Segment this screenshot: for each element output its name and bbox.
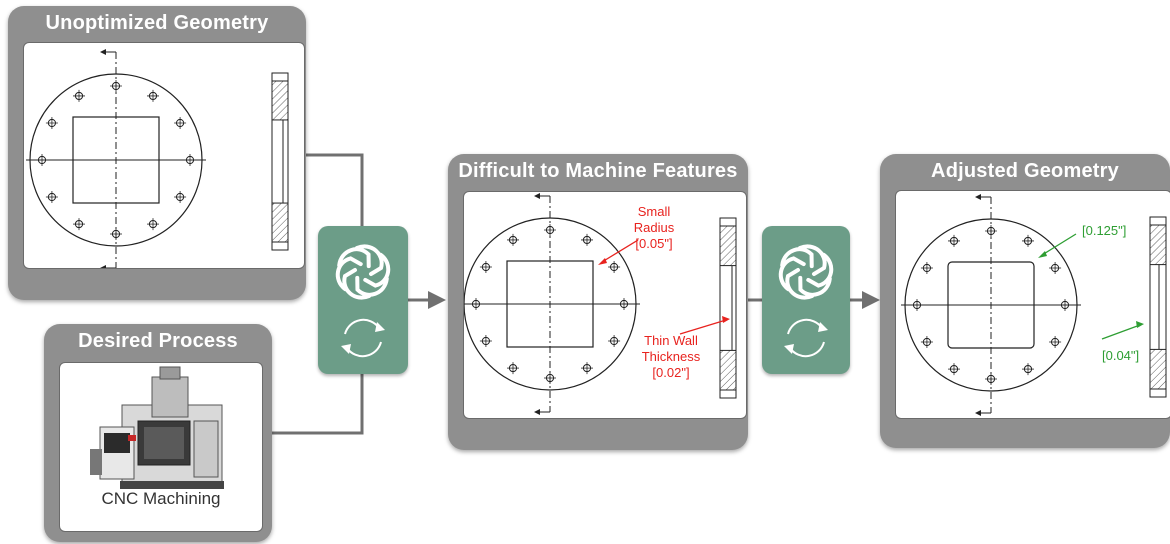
bolt-hole — [581, 362, 593, 375]
section-arrow-head — [100, 49, 106, 55]
bolt-hole — [73, 89, 85, 102]
section-arrow-head — [975, 410, 981, 416]
section-view — [719, 217, 737, 399]
part-drawing-difficult — [464, 193, 737, 415]
arrow-head-1 — [428, 291, 446, 309]
callout-line: Thickness — [641, 349, 701, 364]
section-arrow-head — [975, 194, 981, 200]
bolt-hole — [507, 362, 519, 375]
callout-wall-adjusted: [0.04"] — [1102, 348, 1140, 363]
bolt-hole — [470, 298, 482, 310]
openai-logo-icon — [778, 244, 834, 300]
bolt-hole — [985, 373, 997, 385]
panel-title: Desired Process — [78, 330, 238, 352]
bolt-hole — [110, 228, 122, 240]
bolt-hole — [948, 363, 960, 376]
callout-line: [0.05"] — [635, 236, 673, 251]
bolt-hole — [608, 261, 621, 273]
bolt-hole — [174, 117, 187, 129]
callout-line: Small — [637, 204, 671, 219]
bolt-hole — [920, 336, 933, 348]
ai-processor-1 — [318, 226, 408, 374]
bolt-hole — [73, 218, 85, 231]
ai-processor-2 — [762, 226, 850, 374]
cnc-machine-icon — [90, 366, 224, 489]
bolt-hole — [507, 233, 519, 246]
refresh-cycle-icon — [784, 318, 828, 358]
panel-difficult-features: Difficult to Machine Features Small Radi… — [448, 154, 748, 450]
openai-logo-icon — [778, 244, 834, 358]
bolt-hole — [147, 89, 159, 102]
drawing-area — [23, 42, 305, 269]
bolt-hole — [36, 154, 48, 166]
connector-process-to-ai — [272, 372, 364, 435]
callout-line: Radius — [633, 220, 675, 235]
callout-thin-wall: Thin Wall Thickness [0.02"] — [636, 333, 706, 381]
drawing-area: [0.125"] [0.04"] — [895, 190, 1170, 419]
bolt-hole — [147, 218, 159, 231]
bolt-hole — [1022, 363, 1034, 376]
section-view — [271, 72, 289, 251]
part-drawing-unoptimized — [26, 49, 289, 268]
section-arrow-head — [534, 409, 540, 415]
part-drawing-adjusted — [901, 194, 1167, 416]
connector-geometry-to-ai — [306, 153, 364, 228]
panel-title: Unoptimized Geometry — [45, 12, 269, 34]
bolt-hole — [1049, 262, 1062, 274]
bolt-hole — [110, 80, 122, 92]
bolt-hole — [184, 154, 196, 166]
panel-adjusted-geometry: Adjusted Geometry [0.125"] [0.04"] — [880, 154, 1170, 448]
panel-desired-process: Desired Process CNC Machining — [44, 324, 272, 542]
center-pocket — [506, 260, 594, 348]
openai-logo-icon — [335, 244, 391, 358]
process-label: CNC Machining — [101, 489, 221, 508]
callout-radius-adjusted: [0.125"] — [1082, 223, 1127, 238]
bolt-hole — [479, 335, 492, 347]
bolt-hole — [544, 224, 556, 236]
bolt-hole — [1022, 234, 1034, 247]
drawing-area: Small Radius [0.05"] Thin Wall Thickness… — [463, 191, 747, 419]
arrow-head-2 — [862, 291, 880, 309]
bolt-hole — [1059, 299, 1071, 311]
center-pocket — [72, 116, 160, 204]
openai-logo-icon — [335, 244, 391, 300]
bolt-hole — [608, 335, 621, 347]
bolt-hole — [479, 261, 492, 273]
center-pocket — [947, 261, 1035, 349]
bolt-hole — [920, 262, 933, 274]
bolt-hole — [618, 298, 630, 310]
bolt-hole — [45, 117, 58, 129]
panel-title: Adjusted Geometry — [931, 160, 1119, 182]
callout-arrows-green — [1038, 233, 1144, 340]
bolt-hole — [45, 191, 58, 203]
callout-arrows-red — [598, 239, 730, 335]
panel-title: Difficult to Machine Features — [458, 160, 738, 182]
bolt-hole — [911, 299, 923, 311]
callout-line: [0.02"] — [652, 365, 690, 380]
process-area: CNC Machining — [59, 362, 263, 532]
callout-line: Thin Wall — [644, 333, 698, 348]
section-arrow-head — [100, 265, 106, 268]
bolt-hole — [174, 191, 187, 203]
section-view — [1149, 216, 1167, 398]
bolt-hole — [581, 233, 593, 246]
panel-unoptimized-geometry: Unoptimized Geometry — [8, 6, 306, 300]
bolt-hole — [985, 225, 997, 237]
bolt-hole — [544, 372, 556, 384]
section-arrow-head — [534, 193, 540, 199]
refresh-cycle-icon — [341, 318, 385, 358]
bolt-hole — [1049, 336, 1062, 348]
bolt-hole — [948, 234, 960, 247]
callout-small-radius: Small Radius [0.05"] — [624, 204, 684, 252]
